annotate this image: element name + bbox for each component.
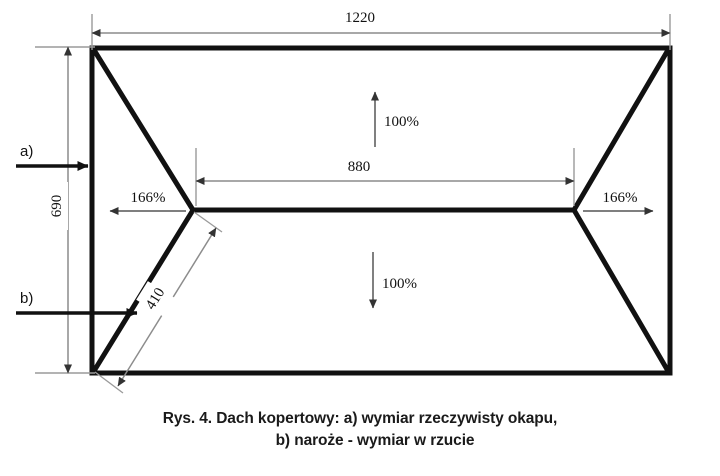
slope-label-top: 100% [384, 114, 419, 130]
dimension-overall-width: 1220 [91, 6, 671, 50]
dimension-ridge-length: 880 [195, 148, 575, 206]
callout-b: b) [16, 290, 138, 318]
dimension-label-ridge: 880 [348, 159, 371, 175]
callout-a-label: a) [20, 143, 33, 160]
slope-indicator-left-hip: 166% [109, 190, 186, 215]
slope-label-bottom: 100% [382, 276, 417, 292]
callout-a: a) [16, 143, 89, 171]
dimension-label-width: 1220 [345, 10, 375, 26]
slope-indicator-top: 100% [371, 91, 419, 147]
dimension-hip-length: 410 [94, 211, 223, 394]
dimension-label-height: 690 [49, 195, 65, 218]
ext-line-hip-top [193, 211, 223, 233]
hip-line-bottom-right [571, 207, 671, 374]
slope-indicator-bottom: 100% [369, 252, 417, 309]
slope-indicator-right-hip: 166% [583, 190, 654, 215]
slope-label-right-hip: 166% [603, 190, 638, 206]
slope-label-left-hip: 166% [131, 190, 166, 206]
figure-caption-line-1: Rys. 4. Dach kopertowy: a) wymiar rzeczy… [162, 410, 558, 427]
dimension-overall-height: 690 [35, 46, 95, 374]
figure-caption: Rys. 4. Dach kopertowy: a) wymiar rzeczy… [0, 408, 720, 453]
hip-line-top-right [571, 47, 671, 213]
figure-caption-line-2: b) naroże - wymiar w rzucie [275, 432, 475, 450]
callout-b-label: b) [20, 290, 33, 307]
hip-line-top-left [91, 47, 196, 213]
ext-line-hip-bottom [94, 371, 124, 394]
